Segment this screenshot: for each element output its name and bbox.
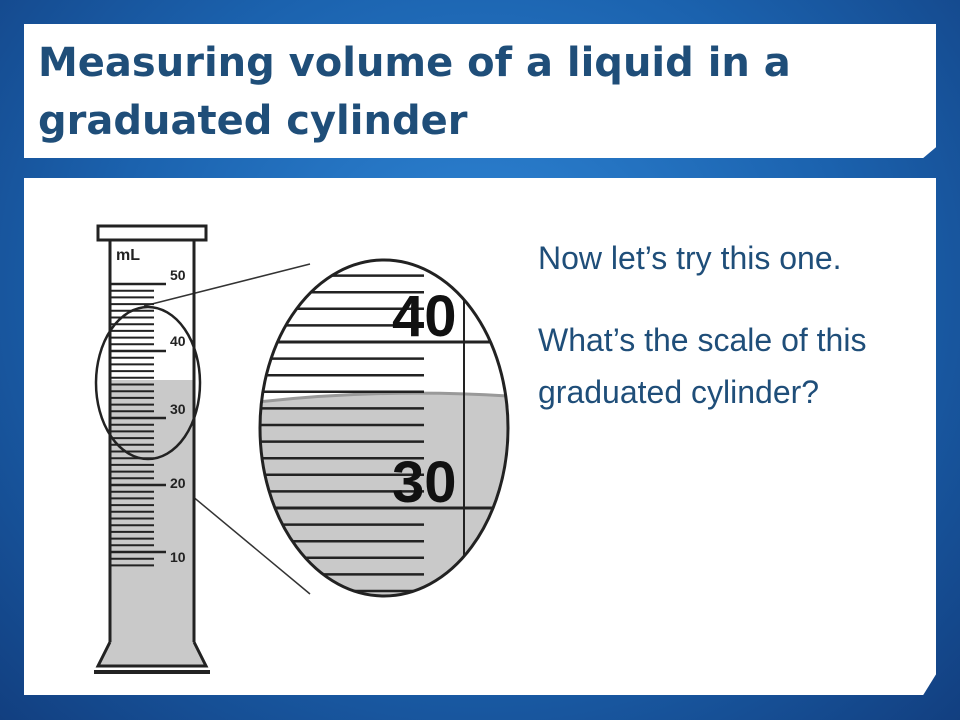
magnified-view: 40 30 [260,260,508,596]
content-box: mL 50 40 30 20 10 40 30 Now let’s try th… [24,178,936,695]
zoom-label-30: 30 [392,450,457,515]
zoom-connector-top [143,263,311,307]
title-box: Measuring volume of a liquid in a gradua… [24,24,936,158]
magnified-ellipse-outline [258,258,510,598]
scale-label-10: 10 [170,549,186,565]
slide-title: Measuring volume of a liquid in a gradua… [38,40,791,144]
scale-label-50: 50 [170,267,186,283]
prompt-text: Now let’s try this one. [538,240,842,276]
scale-label-30: 30 [170,401,186,417]
unit-label: mL [116,247,140,264]
magnified-liquid [260,393,508,596]
zoom-label-40: 40 [392,284,457,349]
scale-label-20: 20 [170,475,186,491]
question-text: What’s the scale of this graduated cylin… [538,322,867,410]
small-zoom-ellipse [94,305,202,461]
scale-label-40: 40 [170,333,186,349]
body-text: Now let’s try this one. What’s the scale… [538,232,898,448]
graduated-cylinder-figure: mL 50 40 30 20 10 40 30 [94,224,510,674]
cylinder: mL 50 40 30 20 10 [94,224,210,674]
cylinder-ticks [110,282,166,567]
